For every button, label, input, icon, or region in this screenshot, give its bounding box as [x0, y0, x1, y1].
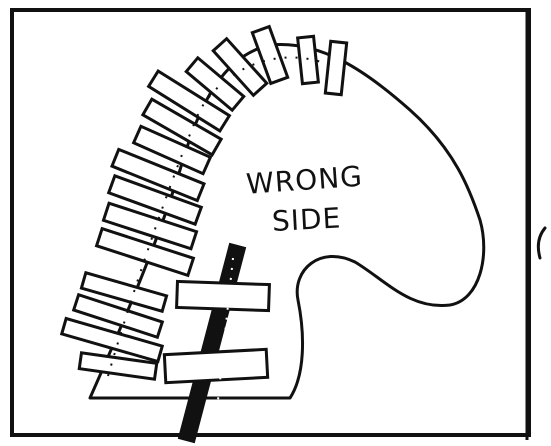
panel-frame [10, 8, 531, 437]
vertebra-block [110, 147, 206, 203]
vertebra-block [140, 97, 224, 157]
rod-bracket-lower [162, 347, 270, 385]
vertebra-block [131, 124, 213, 176]
vertebra-block [323, 39, 349, 97]
rod-bracket-upper [175, 279, 271, 313]
vertebra-block [184, 55, 246, 113]
vertebra-block [146, 69, 232, 133]
vertebra-block [94, 226, 196, 278]
vertebra-block [79, 270, 169, 314]
rod-dotted-line [217, 257, 234, 401]
vertebra-block [59, 316, 165, 364]
vertebra-block [77, 351, 159, 381]
partial-shape [536, 226, 547, 260]
spinal-dotted-line [107, 56, 337, 377]
vertebra-block [106, 173, 204, 227]
label-side: SIDE [271, 201, 342, 238]
vertebra-block [211, 36, 269, 98]
label-wrong: WRONG [245, 160, 364, 201]
vertebra-block [71, 292, 165, 340]
vertebra-block [295, 34, 321, 86]
vertebra-block [250, 24, 290, 86]
vertebra-block [101, 201, 199, 251]
vertebra-stack [59, 24, 349, 381]
